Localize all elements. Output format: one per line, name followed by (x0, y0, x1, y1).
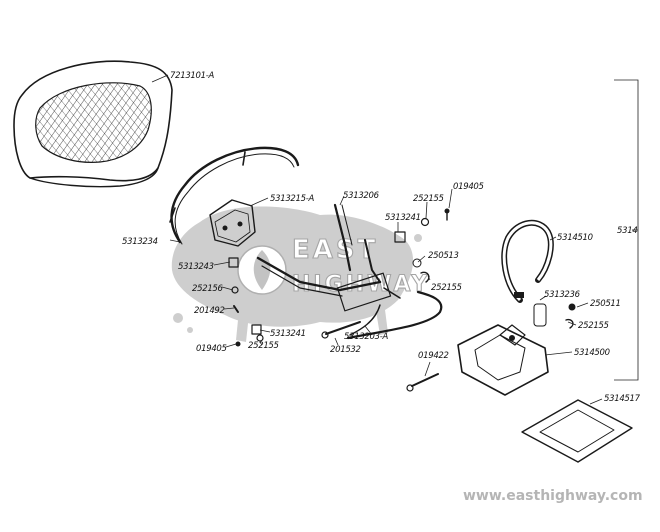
seat-base-cover (457, 324, 549, 396)
part-labels: 7213101-A 5313215-A 5313206 252155 01940… (122, 71, 641, 404)
part-label: 5314517 (604, 394, 641, 404)
part-label: 201492 (194, 306, 225, 316)
part-label: 5313206 (343, 191, 380, 201)
seat-wire-frame (169, 146, 300, 245)
small-spring (533, 303, 547, 327)
part-label: 019405 (196, 344, 227, 354)
part-label: 252155 (248, 341, 279, 351)
part-label: 201532 (330, 345, 361, 355)
part-label: 019422 (418, 351, 449, 361)
part-label: 019405 (453, 182, 484, 192)
part-label: 7213101-A (170, 71, 215, 81)
part-label: 5314510 (557, 233, 593, 243)
part-label: 5313236 (544, 290, 581, 300)
part-label: 5313234 (122, 237, 158, 247)
watermark-line1: EAST (292, 235, 378, 265)
part-label: 5314500 (574, 348, 610, 358)
part-label: 5313203-A (344, 332, 389, 342)
part-label: 252156 (192, 284, 224, 294)
seat-spring-frame (256, 203, 401, 312)
small-hardware (228, 208, 576, 347)
watermark-logo: EAST HIGHWAY (171, 206, 428, 342)
torsion-rod (346, 290, 443, 340)
part-label: 250511 (590, 299, 621, 309)
base-pad (521, 399, 633, 463)
part-label: 5313243 (178, 262, 214, 272)
spring-hoop (501, 220, 554, 303)
part-label: 252155 (578, 321, 609, 331)
bolt-201532 (321, 321, 361, 339)
bolt-019422 (406, 373, 439, 392)
seat-bracket (209, 199, 256, 247)
leader-lines (151, 74, 639, 405)
part-label: 250513 (428, 251, 459, 261)
part-label: 252155 (431, 283, 462, 293)
part-label: 5313241 (270, 329, 306, 339)
watermark-url: www.easthighway.com (463, 488, 643, 504)
seat-cushion (13, 60, 173, 188)
part-label: 252155 (413, 194, 444, 204)
part-label: 5313241 (385, 213, 421, 223)
assembly-label: 5314 (617, 226, 637, 236)
part-label: 5313215-A (270, 194, 315, 204)
